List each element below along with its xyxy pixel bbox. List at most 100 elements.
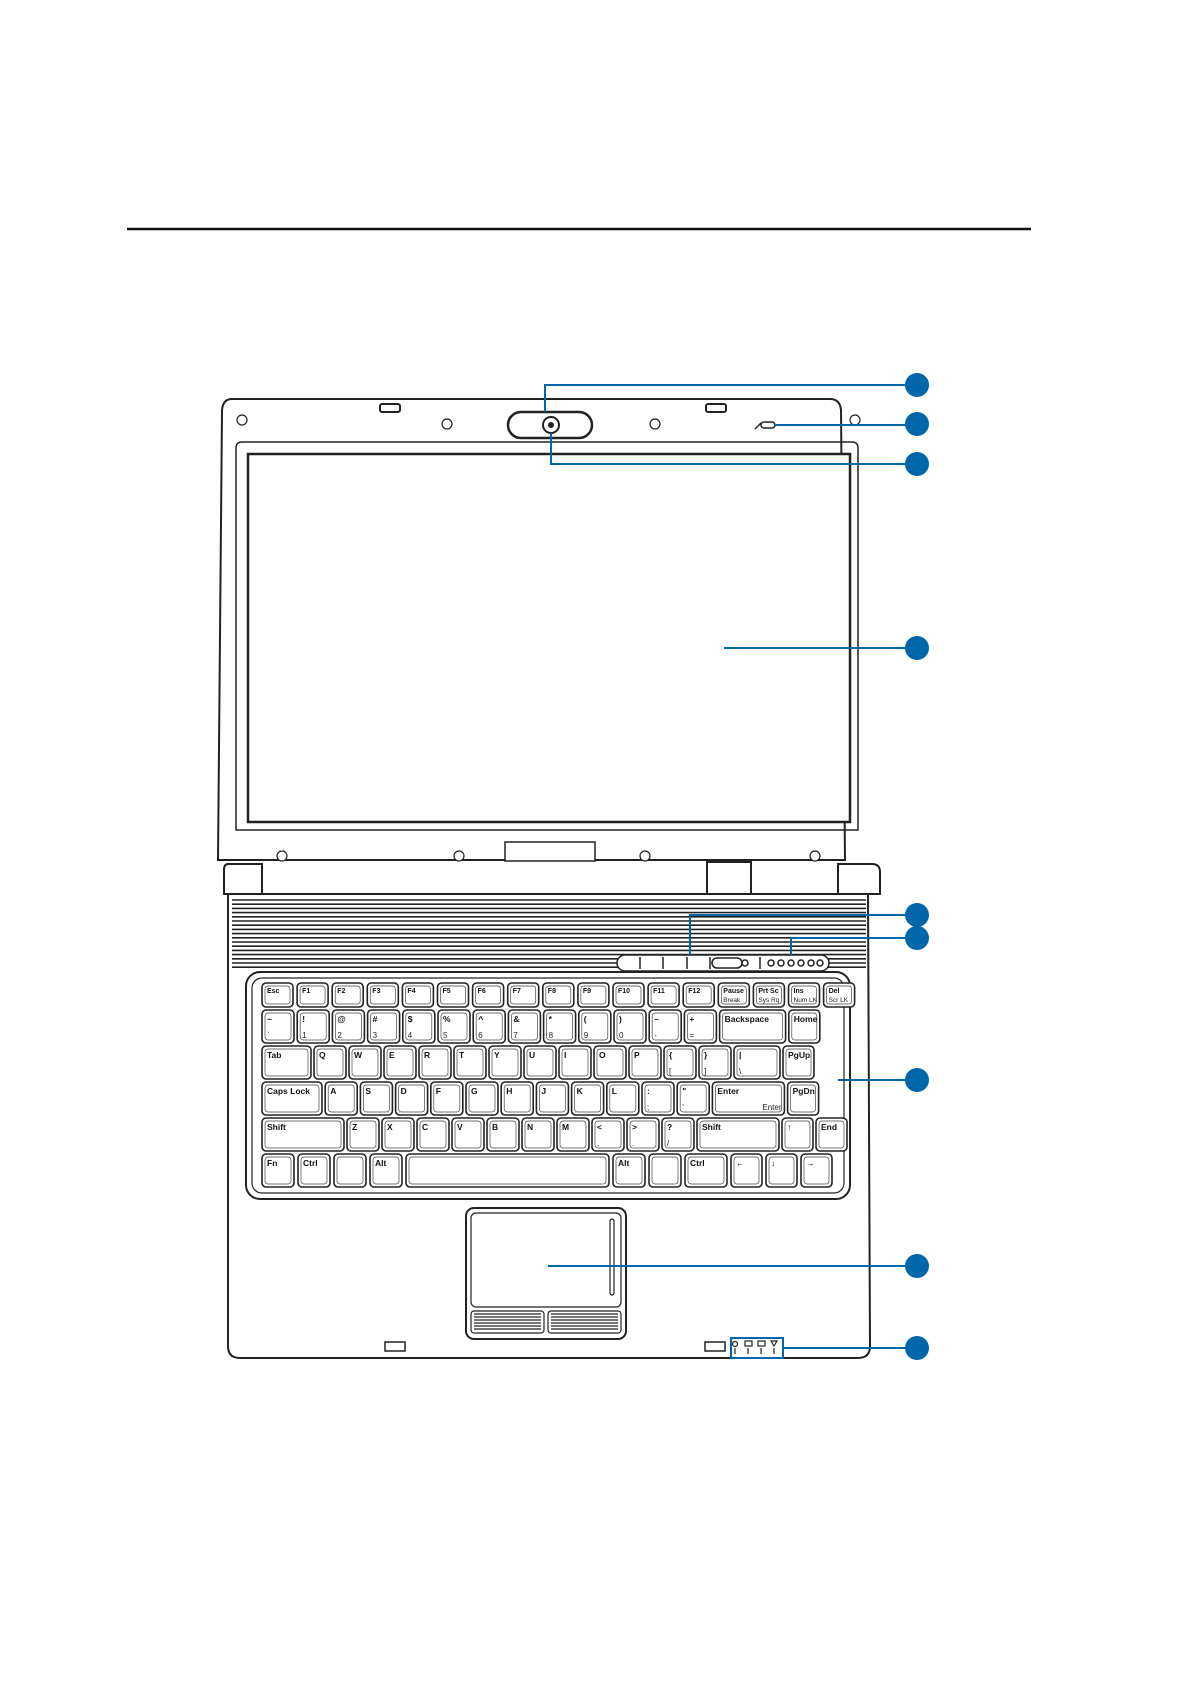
keyboard-key[interactable]: G: [465, 1081, 499, 1116]
keyboard-key[interactable]: End: [815, 1117, 848, 1152]
keyboard-key[interactable]: F8: [541, 982, 575, 1008]
keyboard-key[interactable]: H: [500, 1081, 535, 1116]
keyboard-key[interactable]: @2: [331, 1009, 366, 1044]
keyboard-key[interactable]: F2: [331, 982, 365, 1008]
keyboard-key[interactable]: ↑: [781, 1117, 814, 1152]
keyboard-key[interactable]: W: [348, 1045, 382, 1080]
keyboard-key[interactable]: U: [523, 1045, 557, 1080]
keyboard-key[interactable]: ?/: [661, 1117, 695, 1152]
key-cap-inner: [454, 1120, 482, 1149]
keyboard-key[interactable]: F3: [366, 982, 400, 1008]
keyboard-key[interactable]: )0: [613, 1009, 647, 1044]
key-cap: [471, 982, 505, 1008]
keyboard-key[interactable]: F6: [471, 982, 505, 1008]
keyboard-key[interactable]: >.: [626, 1117, 660, 1152]
key-cap: [683, 1009, 718, 1044]
keyboard-key[interactable]: #3: [366, 1009, 401, 1044]
keyboard-key[interactable]: I: [558, 1045, 592, 1080]
keyboard-key[interactable]: Backspace: [718, 1009, 787, 1044]
keyboard-key[interactable]: Q: [313, 1045, 347, 1080]
keyboard-key[interactable]: $4: [401, 1009, 436, 1044]
keyboard-key[interactable]: F7: [506, 982, 540, 1008]
keyboard-key[interactable]: –-: [648, 1009, 683, 1044]
keyboard-key[interactable]: [648, 1153, 682, 1188]
keyboard-key[interactable]: ~`: [261, 1009, 295, 1044]
keyboard-key[interactable]: %5: [437, 1009, 471, 1044]
keyboard-key[interactable]: V: [451, 1117, 485, 1152]
keyboard-key[interactable]: !1: [296, 1009, 331, 1044]
keyboard-key[interactable]: F1: [296, 982, 329, 1008]
keyboard-key[interactable]: F12: [682, 982, 716, 1008]
keyboard-key[interactable]: S: [359, 1081, 394, 1116]
keyboard-key[interactable]: ←: [730, 1153, 763, 1188]
keyboard-key[interactable]: Fn: [261, 1153, 295, 1188]
keyboard-key[interactable]: *8: [542, 1009, 577, 1044]
keyboard-key[interactable]: →: [800, 1153, 833, 1188]
keyboard-key[interactable]: Alt: [369, 1153, 403, 1188]
keyboard-key[interactable]: Shift: [696, 1117, 780, 1152]
keyboard-key[interactable]: [333, 1153, 367, 1188]
key-cap-inner: [440, 985, 466, 1005]
keyboard-key[interactable]: F: [429, 1081, 464, 1116]
key-cap: [684, 1153, 728, 1188]
keyboard-key[interactable]: F5: [436, 982, 470, 1008]
keyboard-key[interactable]: X: [381, 1117, 415, 1152]
keyboard-key[interactable]: A: [324, 1081, 359, 1116]
keyboard-key[interactable]: |\: [733, 1045, 781, 1080]
keyboard-key[interactable]: M: [556, 1117, 590, 1152]
key-cap: [765, 1153, 798, 1188]
keyboard-key[interactable]: PgUp: [782, 1045, 815, 1080]
keyboard-key[interactable]: O: [593, 1045, 627, 1080]
keyboard-key[interactable]: B: [486, 1117, 520, 1152]
keyboard-key[interactable]: :;: [641, 1081, 675, 1116]
keyboard-key[interactable]: Home: [787, 1009, 821, 1044]
keyboard-key[interactable]: F11: [647, 982, 680, 1008]
keyboard-key[interactable]: }]: [698, 1045, 732, 1080]
keyboard-key[interactable]: <,: [591, 1117, 625, 1152]
keyboard-key[interactable]: +=: [683, 1009, 718, 1044]
keyboard-key[interactable]: PgDn: [786, 1081, 820, 1116]
keyboard-key[interactable]: {[: [663, 1045, 697, 1080]
keyboard-key[interactable]: [405, 1153, 610, 1188]
laptop-lid: [216, 398, 861, 862]
keyboard-key[interactable]: (9: [577, 1009, 612, 1044]
keyboard-key[interactable]: Tab: [261, 1045, 312, 1080]
keyboard-key[interactable]: Alt: [612, 1153, 646, 1188]
keyboard-key[interactable]: E: [383, 1045, 417, 1080]
keyboard-key[interactable]: Ctrl: [297, 1153, 331, 1188]
key-label: #: [373, 1014, 378, 1024]
keyboard-key[interactable]: &7: [507, 1009, 542, 1044]
keyboard-key[interactable]: R: [418, 1045, 452, 1080]
keyboard-key[interactable]: Y: [488, 1045, 522, 1080]
keyboard-key[interactable]: P: [628, 1045, 662, 1080]
keyboard-key[interactable]: F10: [612, 982, 645, 1008]
keyboard-key[interactable]: N: [521, 1117, 555, 1152]
key-label: U: [529, 1050, 535, 1060]
keyboard-key[interactable]: ^6: [472, 1009, 507, 1044]
keyboard-key[interactable]: F4: [401, 982, 435, 1008]
key-cap-inner: [363, 1084, 390, 1113]
keyboard-key[interactable]: ↓: [765, 1153, 798, 1188]
key-label: G: [471, 1086, 478, 1096]
key-cap-inner: [316, 1048, 344, 1077]
keyboard-key[interactable]: J: [535, 1081, 570, 1116]
key-cap-inner: [419, 1120, 447, 1149]
keyboard-key[interactable]: Ctrl: [684, 1153, 728, 1188]
keyboard-key[interactable]: D: [394, 1081, 429, 1116]
keyboard-key[interactable]: L: [605, 1081, 640, 1116]
keyboard-key[interactable]: F9: [577, 982, 610, 1008]
keyboard-key[interactable]: Z: [346, 1117, 380, 1152]
keyboard-key[interactable]: Esc: [261, 982, 294, 1008]
keyboard-key[interactable]: K: [570, 1081, 605, 1116]
keyboard-key[interactable]: Shift: [261, 1117, 345, 1152]
keyboard-key[interactable]: T: [453, 1045, 487, 1080]
keyboard-key[interactable]: Caps Lock: [261, 1081, 323, 1116]
keyboard-key[interactable]: C: [416, 1117, 450, 1152]
keyboard-key[interactable]: "': [676, 1081, 711, 1116]
